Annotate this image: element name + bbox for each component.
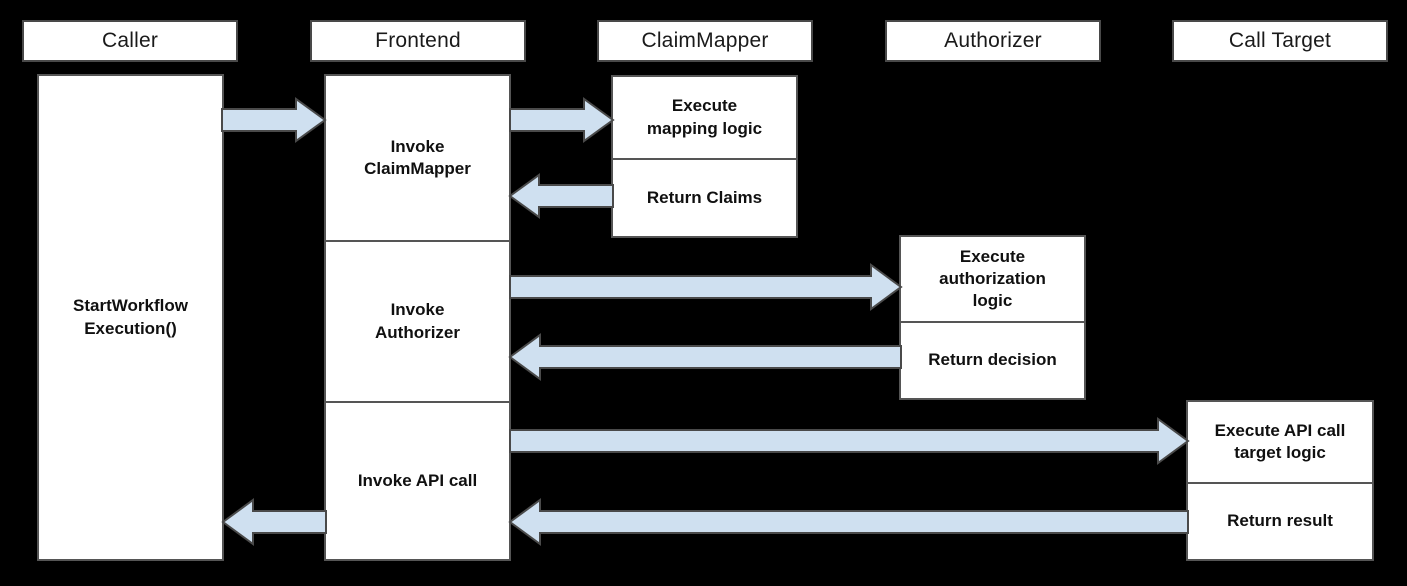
- lifeline-frontend: Invoke ClaimMapper Invoke Authorizer Inv…: [324, 74, 511, 561]
- participant-header-caller: Caller: [22, 20, 238, 62]
- participant-header-frontend: Frontend: [310, 20, 526, 62]
- participant-header-calltarget: Call Target: [1172, 20, 1388, 62]
- message-arrow-caller-to-frontend: [221, 97, 327, 143]
- message-arrow-frontend-to-caller: [221, 498, 327, 546]
- participant-header-claimmapper: ClaimMapper: [597, 20, 813, 62]
- message-arrow-frontend-to-claimmapper: [509, 97, 615, 143]
- activation-calltarget-return-result: Return result: [1188, 482, 1372, 559]
- message-arrow-frontend-to-authorizer: [509, 263, 903, 311]
- message-arrow-claimmapper-to-frontend: [508, 173, 614, 219]
- participant-label-authorizer: Authorizer: [944, 29, 1042, 52]
- message-arrow-authorizer-to-frontend: [508, 333, 902, 381]
- message-arrow-frontend-to-calltarget: [509, 417, 1190, 465]
- participant-label-frontend: Frontend: [375, 29, 461, 52]
- activation-frontend-invoke-claimmapper: Invoke ClaimMapper: [364, 136, 471, 178]
- activation-authorizer-return-decision: Return decision: [901, 321, 1084, 398]
- participant-label-claimmapper: ClaimMapper: [641, 29, 769, 52]
- lifeline-claimmapper: Execute mapping logic Return Claims: [611, 75, 798, 238]
- lifeline-caller: StartWorkflow Execution(): [37, 74, 224, 561]
- activation-claimmapper-execute-mapping-logic: Execute mapping logic: [646, 96, 763, 138]
- participant-label-caller: Caller: [101, 29, 159, 52]
- activation-frontend-invoke-api-call: Invoke API call: [326, 401, 509, 559]
- activation-authorizer-execute-authorization-logic: Execute authorization logic: [939, 246, 1046, 311]
- activation-claimmapper-return-claims: Return Claims: [613, 158, 796, 236]
- message-arrow-calltarget-to-frontend: [508, 498, 1189, 546]
- participant-header-authorizer: Authorizer: [885, 20, 1101, 62]
- activation-caller-start-workflow: StartWorkflow Execution(): [73, 296, 188, 338]
- activation-calltarget-execute-api-call-target-logic: Execute API call target logic: [1214, 420, 1346, 462]
- participant-label-calltarget: Call Target: [1228, 29, 1332, 52]
- activation-frontend-invoke-authorizer: Invoke Authorizer: [326, 240, 509, 401]
- lifeline-calltarget: Execute API call target logic Return res…: [1186, 400, 1374, 561]
- lifeline-authorizer: Execute authorization logic Return decis…: [899, 235, 1086, 400]
